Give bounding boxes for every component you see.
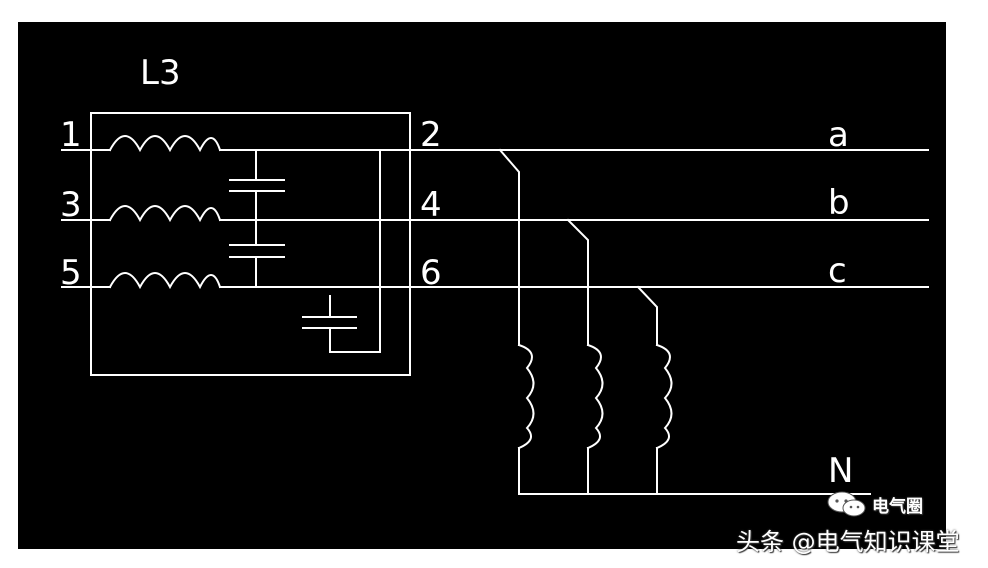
load-coil-a <box>517 343 535 450</box>
inductor-coil-1 <box>108 135 222 153</box>
terminal-label-2: 2 <box>420 115 442 155</box>
terminal-label-5: 5 <box>60 253 82 293</box>
terminal-label-6: 6 <box>420 253 442 293</box>
watermark-brand: 电气圈 <box>872 497 923 517</box>
watermark-source: 头条 @电气知识课堂 <box>736 528 960 556</box>
wechat-logo-icon <box>827 491 866 517</box>
line-label-a: a <box>828 115 849 155</box>
filter-enclosure <box>90 112 411 376</box>
terminal-label-1: 1 <box>60 115 82 155</box>
line-label-c: c <box>828 251 847 291</box>
neutral-label: N <box>828 451 853 491</box>
component-label: L3 <box>140 53 181 93</box>
diagram-background <box>18 22 946 549</box>
terminal-label-4: 4 <box>420 185 442 225</box>
terminal-label-3: 3 <box>60 185 82 225</box>
inductor-coil-5 <box>108 272 222 290</box>
load-branch-b-lead <box>566 218 589 346</box>
load-branch-a-lead <box>498 148 520 346</box>
inductor-coil-3 <box>108 205 222 223</box>
load-coil-c <box>655 343 673 450</box>
load-branch-c-lead <box>636 285 658 346</box>
line-label-b: b <box>828 183 850 223</box>
load-coil-b <box>586 343 604 450</box>
